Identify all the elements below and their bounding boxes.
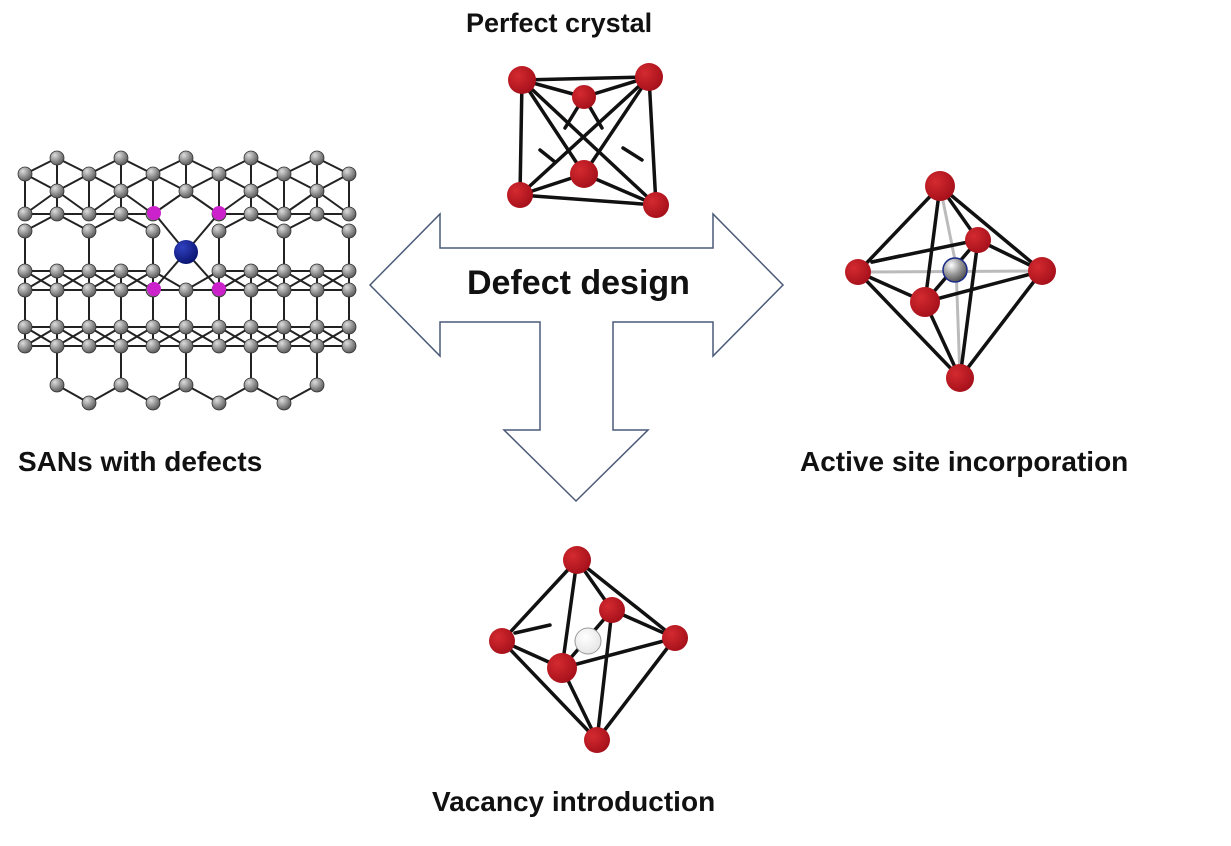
carbon-atom [243,263,259,279]
carbon-atom [49,183,65,199]
carbon-atom [309,338,325,354]
sans-with-defects-label: SANs with defects [18,446,263,477]
carbon-atom [178,282,194,298]
carbon-atom [49,377,65,393]
carbon-atom [243,206,259,222]
dopant-atom [212,206,226,220]
carbon-atom [49,338,65,354]
carbon-atom [81,166,97,182]
carbon-atom [49,150,65,166]
carbon-atom [276,395,292,411]
carbon-atom [309,282,325,298]
carbon-atom [49,282,65,298]
carbon-atom [17,223,33,239]
carbon-atom [309,206,325,222]
carbon-atom [113,282,129,298]
octahedron-with-vacancy-icon [489,546,688,753]
perfect-crystal-label: Perfect crystal [466,8,653,38]
carbon-atom [309,377,325,393]
carbon-atom [211,338,227,354]
carbon-atom [113,206,129,222]
carbon-atom [81,223,97,239]
carbon-atom [113,377,129,393]
carbon-atom [178,150,194,166]
carbon-atom [17,263,33,279]
carbon-atom [276,166,292,182]
carbon-atom [276,206,292,222]
carbon-atom [276,223,292,239]
carbon-atom [211,223,227,239]
carbon-atom [309,319,325,335]
carbon-atom [17,206,33,222]
carbon-atom [341,223,357,239]
carbon-atom [81,319,97,335]
hexagonal-lattice-icon [17,150,357,411]
carbon-atom [17,282,33,298]
carbon-atom [81,282,97,298]
carbon-atom [17,166,33,182]
perfect-crystal-icon [507,63,669,218]
carbon-atom [145,395,161,411]
carbon-atom [145,223,161,239]
carbon-atom [178,183,194,199]
carbon-atom [309,263,325,279]
carbon-atom [243,338,259,354]
carbon-atom [17,319,33,335]
vacancy-introduction-label: Vacancy introduction [432,786,716,817]
carbon-atom [341,166,357,182]
active-site-incorporation-label: Active site incorporation [800,446,1129,477]
dopant-atom [147,282,161,296]
carbon-atom [145,263,161,279]
carbon-atom [113,183,129,199]
carbon-atom [341,338,357,354]
carbon-atom [49,319,65,335]
carbon-atom [178,377,194,393]
carbon-atom [145,319,161,335]
carbon-atom [243,183,259,199]
carbon-atom [341,263,357,279]
carbon-atom [81,338,97,354]
carbon-atom [243,319,259,335]
carbon-atom [211,166,227,182]
carbon-atom [81,263,97,279]
carbon-atom [341,206,357,222]
carbon-atom [211,319,227,335]
carbon-atom [113,150,129,166]
carbon-atom [178,338,194,354]
dopant-atom [212,282,226,296]
carbon-atom [341,319,357,335]
carbon-atom [211,395,227,411]
carbon-atom [243,150,259,166]
carbon-atom [81,206,97,222]
carbon-atom [113,263,129,279]
three-way-arrow-icon [368,212,785,503]
carbon-atom [276,263,292,279]
carbon-atom [178,319,194,335]
carbon-atom [309,150,325,166]
carbon-atom [113,319,129,335]
octahedron-with-active-site-icon [845,171,1056,392]
carbon-atom [243,377,259,393]
carbon-atom [113,338,129,354]
carbon-atom [145,338,161,354]
carbon-atom [49,263,65,279]
single-atom-center [174,240,198,264]
carbon-atom [243,282,259,298]
carbon-atom [309,183,325,199]
carbon-atom [17,338,33,354]
carbon-atom [81,395,97,411]
carbon-atom [211,263,227,279]
carbon-atom [276,338,292,354]
carbon-atom [49,206,65,222]
carbon-atom [276,282,292,298]
defect-design-label: Defect design [467,264,690,302]
carbon-atom [341,282,357,298]
carbon-atom [145,166,161,182]
carbon-atom [276,319,292,335]
dopant-atom [147,206,161,220]
